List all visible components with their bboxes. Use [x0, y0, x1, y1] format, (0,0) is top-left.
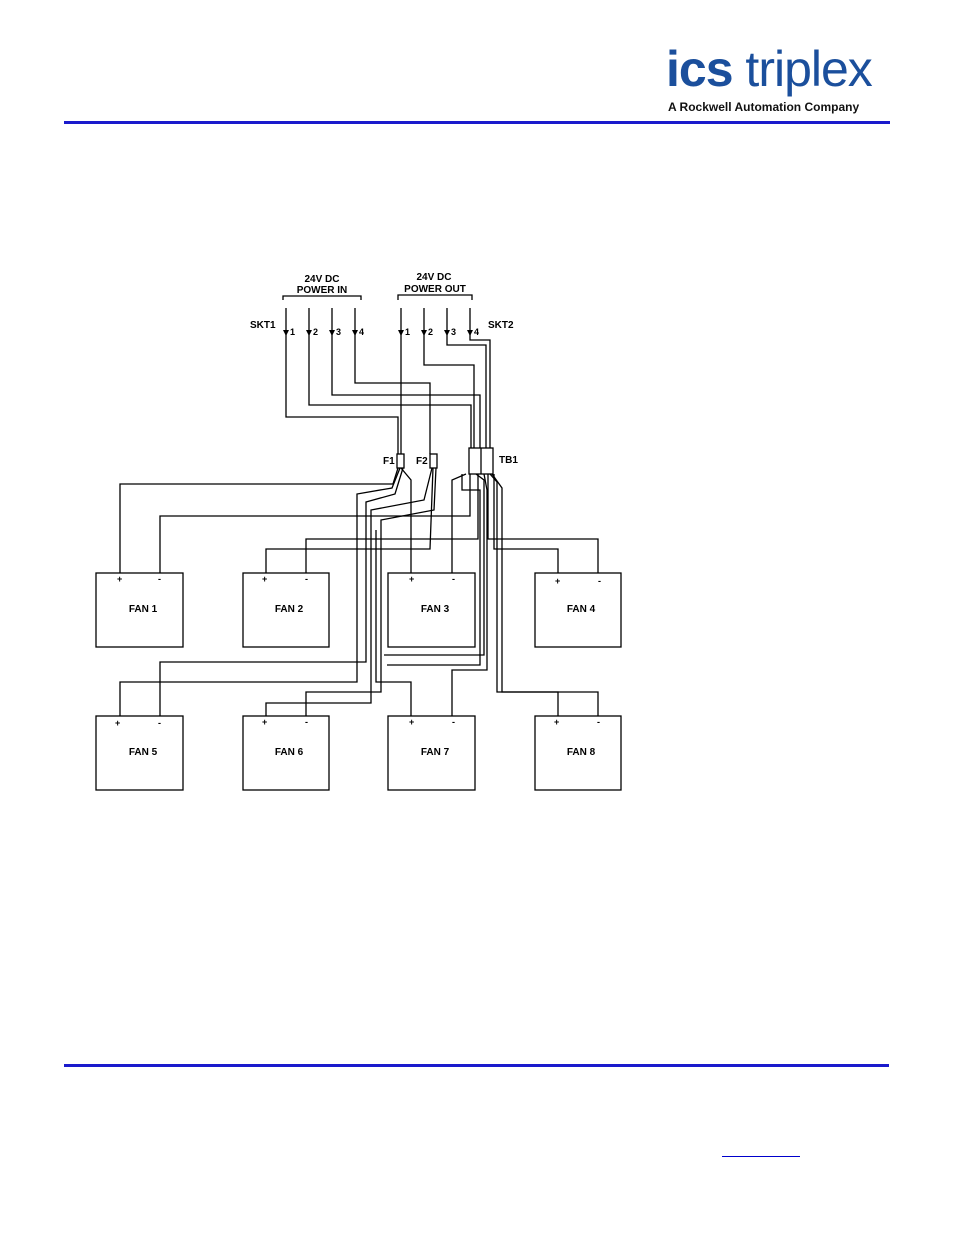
fuse-f1 — [397, 454, 404, 468]
power-out-bracket — [398, 295, 472, 300]
fan-6-plus: + — [262, 717, 267, 727]
fan-8-label: FAN 8 — [567, 747, 596, 758]
fuse-f2 — [430, 454, 437, 468]
fan-1-label: FAN 1 — [129, 604, 158, 615]
fan-7-label: FAN 7 — [421, 747, 450, 758]
skt2-pin-1: 1 — [405, 327, 410, 337]
skt2-pin-3: 3 — [451, 327, 456, 337]
power-out-label-line2: POWER OUT — [404, 284, 466, 295]
fan-5-minus: - — [158, 718, 161, 728]
fan-3-label: FAN 3 — [421, 604, 450, 615]
skt1-pin-4: 4 — [359, 327, 364, 337]
fan-4-plus: + — [555, 576, 560, 586]
tb1-label: TB1 — [499, 455, 518, 466]
fan-4-label: FAN 4 — [567, 604, 596, 615]
fan-7-minus: - — [452, 717, 455, 727]
power-in-bracket — [283, 296, 361, 300]
fan-3-minus: - — [452, 574, 455, 584]
fan-4-minus: - — [598, 576, 601, 586]
fan-1-minus: - — [158, 574, 161, 584]
power-in-label-line1: 24V DC — [304, 274, 339, 285]
fan-8-plus: + — [554, 717, 559, 727]
fan-2-minus: - — [305, 574, 308, 584]
footer-link-underline[interactable] — [722, 1156, 800, 1157]
fan-5-label: FAN 5 — [129, 747, 158, 758]
skt2-pin-4: 4 — [474, 327, 479, 337]
skt1-pin-2: 2 — [313, 327, 318, 337]
power-in-label-line2: POWER IN — [297, 285, 348, 296]
skt1-pin-1: 1 — [290, 327, 295, 337]
f2-label: F2 — [416, 456, 428, 467]
fan-8-minus: - — [597, 717, 600, 727]
fan-5-plus: + — [115, 718, 120, 728]
skt1-label: SKT1 — [250, 320, 276, 331]
fan-2-plus: + — [262, 574, 267, 584]
skt2-label: SKT2 — [488, 320, 514, 331]
f1-label: F1 — [383, 456, 395, 467]
skt1-pin-3: 3 — [336, 327, 341, 337]
skt2-pin-2: 2 — [428, 327, 433, 337]
footer-rule — [64, 1064, 889, 1067]
fan-7-plus: + — [409, 717, 414, 727]
fan-2-label: FAN 2 — [275, 604, 304, 615]
fan-1-plus: + — [117, 574, 122, 584]
fan-6-minus: - — [305, 717, 308, 727]
fan-6-label: FAN 6 — [275, 747, 304, 758]
fan-3-plus: + — [409, 574, 414, 584]
power-out-label-line1: 24V DC — [416, 272, 451, 283]
